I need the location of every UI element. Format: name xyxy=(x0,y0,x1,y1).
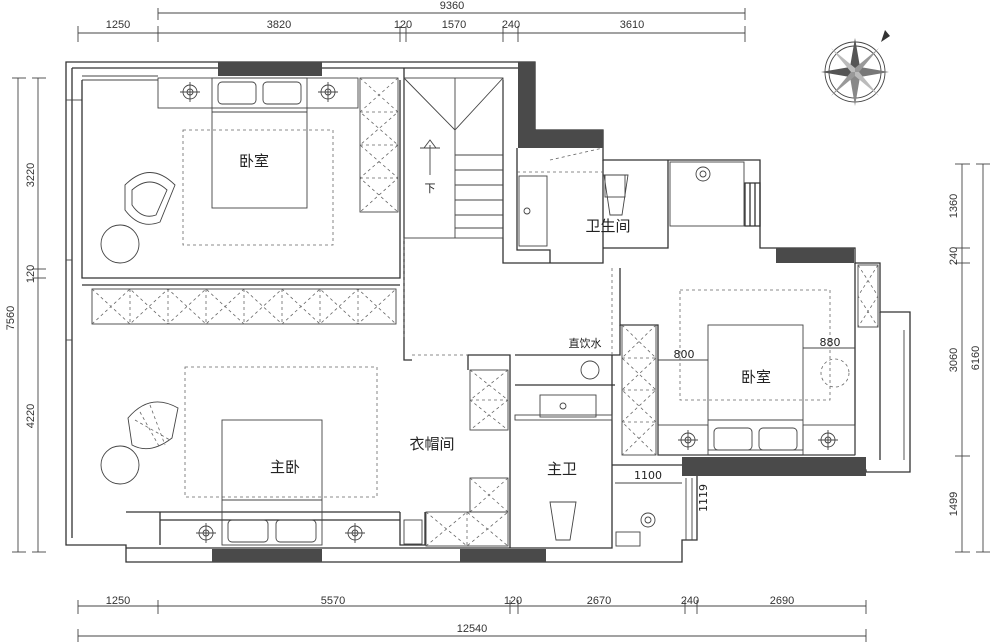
dim-interior-2: 880 xyxy=(820,336,841,349)
dim-top-total: 9360 xyxy=(440,0,464,12)
dim-bottom-seg-5: 240 xyxy=(681,595,699,607)
dim-left-seg-3: 4220 xyxy=(25,404,37,428)
dim-top-seg-6: 3610 xyxy=(620,19,644,31)
dim-left-seg-1: 3220 xyxy=(25,163,37,187)
room-label-cloakroom: 衣帽间 xyxy=(409,435,454,453)
dim-right-seg-3: 3060 xyxy=(948,348,960,372)
shower-icon xyxy=(640,512,656,528)
bedroom-nw-furniture: 卧室 xyxy=(100,77,359,264)
lamp-icon xyxy=(818,430,838,450)
lamp-icon xyxy=(180,82,200,102)
dim-top-seg-4: 1570 xyxy=(442,19,466,31)
lamp-icon xyxy=(345,523,365,543)
dim-top-seg-2: 3820 xyxy=(267,19,291,31)
round-table xyxy=(100,224,140,264)
dim-right-seg-1: 1360 xyxy=(948,194,960,218)
dim-bottom-seg-2: 5570 xyxy=(321,595,345,607)
dim-top-seg-3: 120 xyxy=(394,19,412,31)
room-label-bedroom-east: 卧室 xyxy=(741,368,771,386)
dim-right-seg-4: 1499 xyxy=(948,492,960,516)
stair-down-label: 下 xyxy=(425,182,436,195)
dim-interior-4: 1119 xyxy=(697,484,710,512)
dim-interior-1: 800 xyxy=(674,348,695,361)
dim-top-seg-1: 1250 xyxy=(106,19,130,31)
room-label-bathroom: 卫生间 xyxy=(585,217,630,235)
bottom-dimensions: 1250 5570 120 2670 240 2690 12540 xyxy=(77,595,867,642)
wardrobes xyxy=(91,77,879,547)
bathroom: 卫生间 xyxy=(517,147,745,247)
armchair xyxy=(127,401,179,450)
master-bath: 直饮水 主卫 1100 1119 xyxy=(514,268,710,547)
dim-bottom-seg-1: 1250 xyxy=(106,595,130,607)
dim-bottom-seg-6: 2690 xyxy=(770,595,794,607)
dim-bottom-total: 12540 xyxy=(457,623,488,635)
dim-bottom-seg-4: 2670 xyxy=(587,595,611,607)
dim-right-total: 6160 xyxy=(970,346,982,370)
top-dimensions: 9360 1250 3820 120 1570 240 3610 xyxy=(77,0,746,42)
staircase: 下 xyxy=(403,77,504,239)
armchair xyxy=(124,172,176,225)
dim-right-seg-2: 240 xyxy=(948,247,960,265)
room-label-bedroom-nw: 卧室 xyxy=(239,152,269,170)
lamp-icon xyxy=(678,430,698,450)
left-dimensions: 7560 3220 120 4220 xyxy=(5,77,46,553)
bedroom-east-furniture: 800 880 卧室 xyxy=(657,289,856,456)
round-table xyxy=(100,445,140,485)
lamp-icon xyxy=(196,523,216,543)
interior-walls xyxy=(81,68,881,549)
exterior-walls xyxy=(65,61,911,563)
compass-icon xyxy=(821,30,890,106)
dim-left-seg-2: 120 xyxy=(25,265,37,283)
master-bedroom-furniture: 主卧 xyxy=(100,366,423,546)
dim-interior-3: 1100 xyxy=(634,469,662,482)
dim-bottom-seg-3: 120 xyxy=(504,595,522,607)
room-label-master-bedroom: 主卧 xyxy=(270,458,300,476)
water-dispenser-label: 直饮水 xyxy=(569,336,602,350)
room-label-master-bath: 主卫 xyxy=(547,460,577,478)
dim-left-total: 7560 xyxy=(5,306,17,330)
right-dimensions: 1360 240 3060 1499 6160 xyxy=(948,163,990,553)
dim-top-seg-5: 240 xyxy=(502,19,520,31)
lamp-icon xyxy=(318,82,338,102)
cloakroom: 衣帽间 xyxy=(403,238,468,453)
shower-icon xyxy=(695,166,711,182)
